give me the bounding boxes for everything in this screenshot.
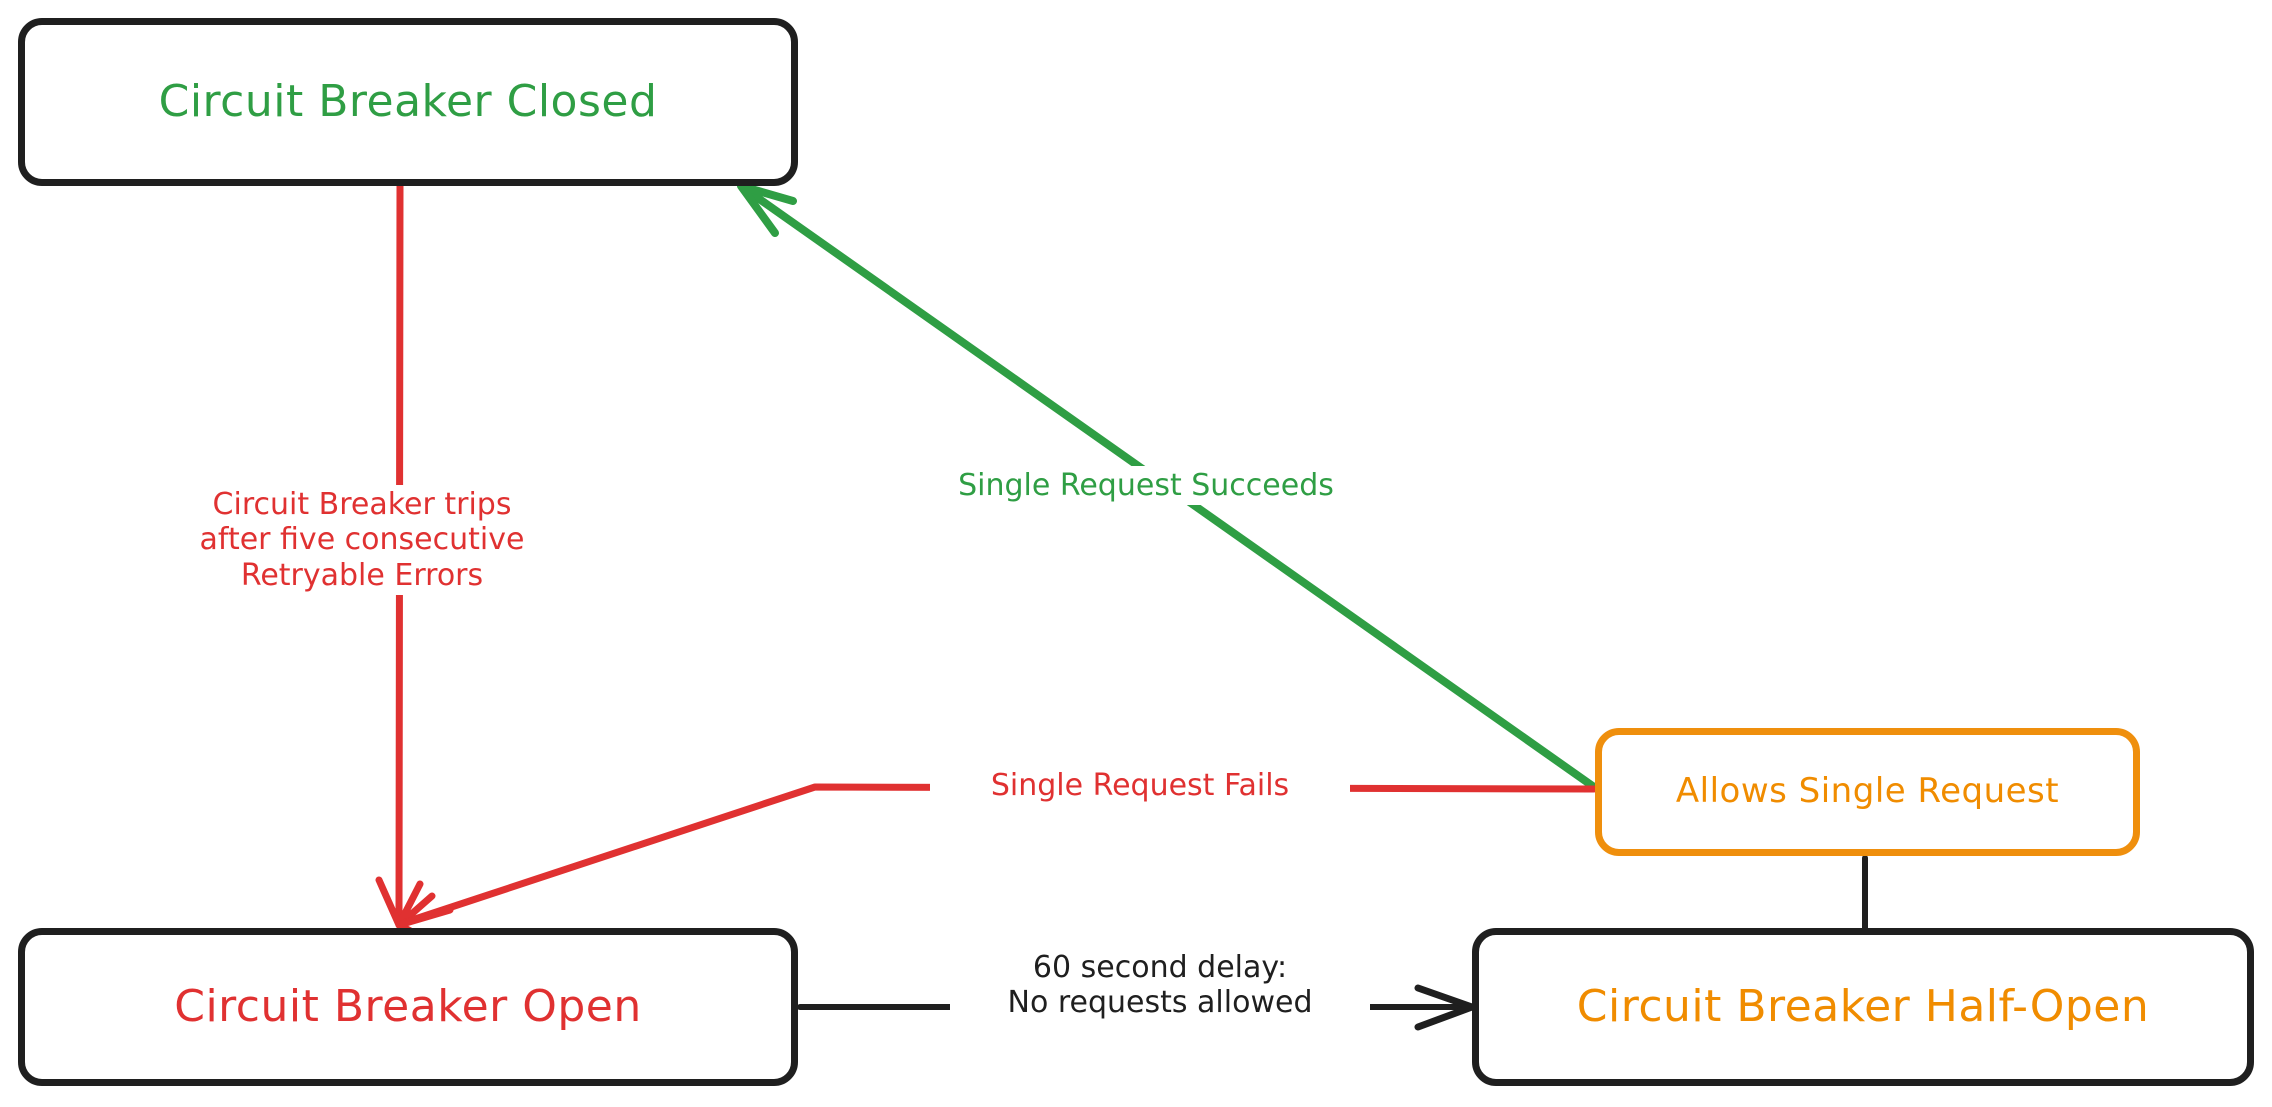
- state-node-circuit-breaker-half-open[interactable]: Circuit Breaker Half-Open: [1472, 928, 2254, 1086]
- state-node-label: Circuit Breaker Half-Open: [1576, 980, 2150, 1032]
- state-node-circuit-breaker-open[interactable]: Circuit Breaker Open: [18, 928, 798, 1086]
- state-node-circuit-breaker-closed[interactable]: Circuit Breaker Closed: [18, 18, 798, 186]
- edge-label-60-second-delay: 60 second delay: No requests allowed: [950, 948, 1370, 1023]
- state-node-label: Circuit Breaker Open: [174, 980, 642, 1032]
- state-node-label: Circuit Breaker Closed: [158, 75, 658, 127]
- edge-allows-to-open: [395, 783, 1598, 948]
- edge-label-circuit-breaker-trips: Circuit Breaker trips after five consecu…: [152, 485, 572, 596]
- state-node-label: Allows Single Request: [1675, 771, 2060, 812]
- edge-label-single-request-fails: Single Request Fails: [930, 766, 1350, 806]
- state-node-allows-single-request[interactable]: Allows Single Request: [1595, 728, 2140, 856]
- edge-label-single-request-succeeds: Single Request Succeeds: [906, 466, 1386, 506]
